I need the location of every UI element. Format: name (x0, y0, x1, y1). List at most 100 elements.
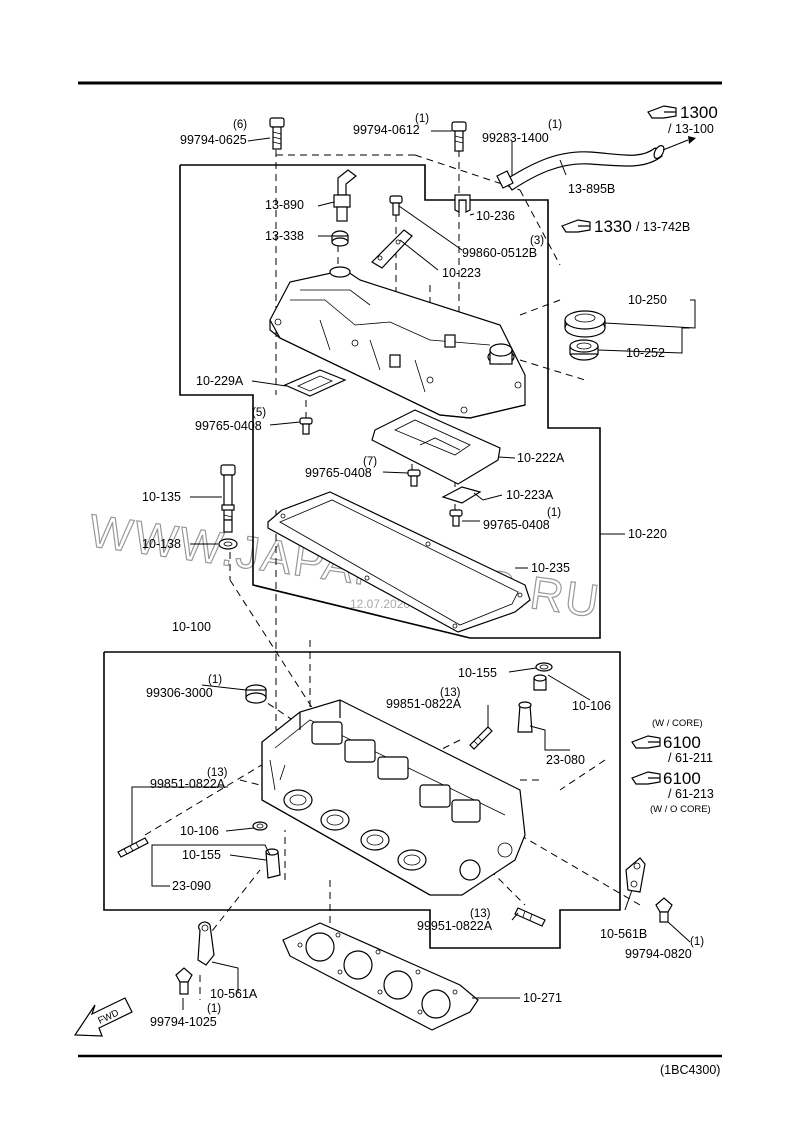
svg-text:10-135: 10-135 (142, 490, 181, 504)
callout-c18: 10-135 (142, 490, 181, 504)
callout-c4: 13-895B (568, 182, 615, 196)
svg-text:99794-0820: 99794-0820 (625, 947, 692, 961)
svg-text:(1): (1) (415, 113, 429, 125)
valve-guide-upper (517, 662, 553, 733)
hook-10-561B (625, 857, 646, 893)
callout-c22: 10-100 (172, 620, 211, 634)
svg-text:10-229A: 10-229A (196, 374, 244, 388)
cylinder-head-frame (103, 651, 621, 949)
svg-text:23-080: 23-080 (546, 753, 585, 767)
cylinder-head-cover (269, 266, 526, 419)
svg-text:(5): (5) (252, 407, 266, 419)
stud-99851-upper (469, 726, 493, 750)
svg-text:10-223: 10-223 (442, 266, 481, 280)
callout-c23: 10-155 (458, 666, 497, 680)
svg-text:10-235: 10-235 (531, 561, 570, 575)
screw-99860 (389, 195, 403, 216)
oil-filler-cap (564, 310, 606, 338)
svg-text:/ 13-742B: / 13-742B (636, 220, 690, 234)
svg-text:/ 61-211: / 61-211 (668, 751, 713, 765)
svg-text:99794-1025: 99794-1025 (150, 1015, 217, 1029)
plate-10-223A (441, 486, 482, 504)
callout-c17: (1)99765-0408 (483, 507, 561, 532)
svg-text:99765-0408: 99765-0408 (195, 419, 262, 433)
pointing-hand-icon (631, 735, 661, 749)
svg-text:(13): (13) (470, 908, 491, 920)
svg-text:(13): (13) (440, 687, 461, 699)
svg-text:10-222A: 10-222A (517, 451, 565, 465)
callout-c25: (1)99306-3000 (146, 674, 222, 700)
svg-text:10-271: 10-271 (523, 991, 562, 1005)
callout-c20: 10-220 (628, 527, 667, 541)
callout-c27: 23-080 (546, 753, 585, 767)
callout-c12: 10-229A (196, 374, 244, 388)
callout-c3: (1)99283-1400 (482, 119, 562, 145)
svg-text:(1): (1) (690, 936, 704, 948)
svg-text:10-250: 10-250 (628, 293, 667, 307)
bolt-99794-0625 (269, 117, 285, 150)
pointing-hand-icon (561, 219, 591, 233)
callout-c5: 13-890 (265, 198, 304, 212)
svg-text:10-220: 10-220 (628, 527, 667, 541)
svg-text:10-138: 10-138 (142, 537, 181, 551)
svg-text:1300: 1300 (680, 103, 718, 122)
cover-assembly-frame (179, 164, 601, 639)
reference-r1[interactable]: 1300 / 13-100 (647, 103, 718, 136)
bracket-10-236 (454, 194, 471, 213)
svg-text:99283-1400: 99283-1400 (482, 131, 549, 145)
stud-bolt-10-135 (220, 464, 236, 533)
svg-text:10-155: 10-155 (458, 666, 497, 680)
svg-text:99794-0612: 99794-0612 (353, 123, 420, 137)
svg-text:(W / CORE): (W / CORE) (652, 718, 703, 729)
bolt-99794-0612 (451, 121, 467, 152)
svg-text:99851-0822A: 99851-0822A (150, 777, 226, 791)
bolt-99765-0408-a (299, 417, 313, 435)
svg-text:99306-3000: 99306-3000 (146, 686, 213, 700)
callout-c8: (3)99860-0512B (462, 235, 544, 260)
svg-text:13-890: 13-890 (265, 198, 304, 212)
oil-separator-plate (371, 409, 501, 485)
svg-text:/ 61-213: / 61-213 (668, 787, 714, 801)
callout-c32: (13)99951-0822A (417, 908, 493, 933)
pointing-hand-icon (631, 771, 661, 785)
callout-c11: 10-252 (626, 346, 665, 360)
callout-c16: 10-223A (506, 488, 554, 502)
callout-c33: 10-561B (600, 927, 647, 941)
callout-c19: 10-138 (142, 537, 181, 551)
svg-text:99794-0625: 99794-0625 (180, 133, 247, 147)
callout-c1: (6) 99794-0625 (180, 119, 247, 147)
intake-ports (283, 789, 427, 871)
callout-c15: (7)99765-0408 (305, 456, 377, 480)
reference-r3[interactable]: (W / CORE) 6100 / 61-211 (631, 718, 713, 765)
reference-r2[interactable]: 1330 / 13-742B (561, 217, 690, 236)
svg-text:1330: 1330 (594, 217, 632, 236)
fwd-arrow-icon: FWD (73, 997, 133, 1037)
stud-99951 (514, 907, 546, 927)
svg-text:10-106: 10-106 (180, 824, 219, 838)
callout-c26: (13)99851-0822A (386, 687, 462, 711)
cover-gasket (267, 491, 531, 633)
callout-c6: 13-338 (265, 229, 304, 243)
callout-c21: 10-235 (531, 561, 570, 575)
svg-text:(6): (6) (233, 119, 247, 131)
pcv-valve (333, 169, 357, 222)
svg-text:10-236: 10-236 (476, 209, 515, 223)
breather-hose (496, 136, 696, 191)
callout-c37: (1)99794-1025 (150, 1003, 221, 1029)
callout-c36: 10-271 (523, 991, 562, 1005)
callout-c30: 10-155 (182, 848, 221, 862)
svg-text:10-155: 10-155 (182, 848, 221, 862)
callout-c35: 10-561A (210, 987, 258, 1001)
cylinder-head (261, 699, 526, 896)
callout-c9: 10-223 (442, 266, 481, 280)
diagram-code: (1BC4300) (660, 1063, 720, 1077)
svg-text:10-100: 10-100 (172, 620, 211, 634)
reference-r4[interactable]: 6100 / 61-213 (W / O CORE) (631, 769, 714, 815)
callout-c2: (1)99794-0612 (353, 113, 429, 137)
camshaft-caps (311, 721, 481, 823)
oil-filler-seal (569, 339, 599, 361)
pointing-hand-icon (647, 105, 677, 119)
svg-text:13-338: 13-338 (265, 229, 304, 243)
svg-text:10-223A: 10-223A (506, 488, 554, 502)
